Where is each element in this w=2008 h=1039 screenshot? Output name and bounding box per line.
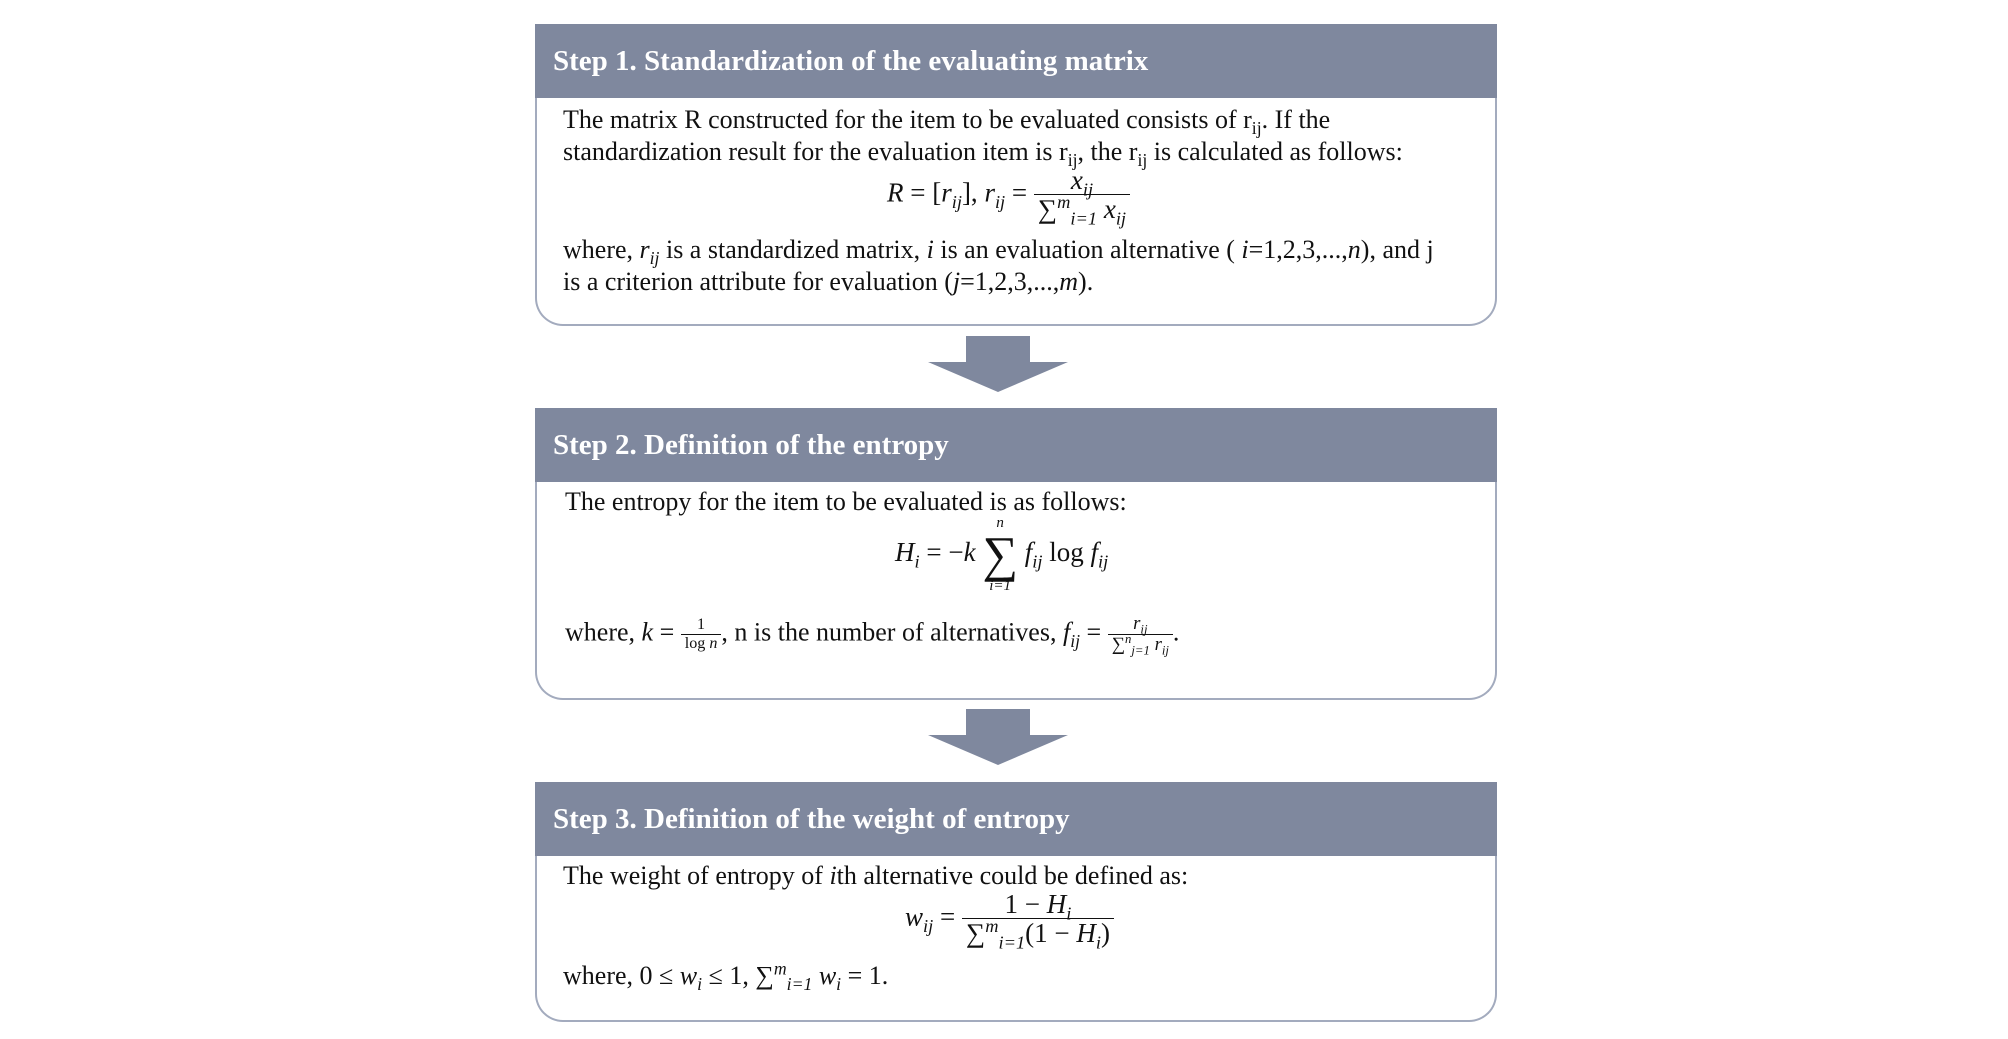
step-1-where-a: where, xyxy=(563,235,640,264)
w-fraction: 1 − Hi ∑mi=1(1 − Hi) xyxy=(961,890,1114,952)
step-1-text-end: . If the xyxy=(1261,105,1331,134)
step-1-text-line2: standardization result for the evaluatio… xyxy=(563,136,1475,171)
sum-symbol: n ∑ i=1 xyxy=(982,515,1018,594)
step-2-equation: Hi = −k n ∑ i=1 fij log fij xyxy=(895,515,1109,594)
step-3-where-a: where, 0 ≤ xyxy=(563,961,680,990)
step-3-text-line1: The weight of entropy of ith alternative… xyxy=(563,861,1189,890)
step-1-where-c: is an evaluation alternative ( xyxy=(933,235,1242,264)
down-arrow-icon xyxy=(928,336,1068,392)
step-1-where2-b: =1,2,3,..., xyxy=(960,267,1060,296)
step-2-text-line1: The entropy for the item to be evaluated… xyxy=(565,487,1127,516)
step-2-where-a: where, xyxy=(565,617,642,647)
step-2-where-b: , n is the number of alternatives, xyxy=(721,617,1063,647)
step-3-title: Step 3. Definition of the weight of entr… xyxy=(535,782,1497,856)
step-1-title: Step 1. Standardization of the evaluatin… xyxy=(535,24,1497,98)
arrow-2-shape xyxy=(928,709,1068,765)
step-1-where-e: ), and j xyxy=(1360,235,1434,264)
step-1-where2-c: ). xyxy=(1078,267,1094,296)
step-1-where-d: =1,2,3,..., xyxy=(1248,235,1348,264)
down-arrow-icon xyxy=(928,709,1068,765)
step-1-text2-a: standardization result for the evaluatio… xyxy=(563,137,1068,166)
step-1-text2-b: , the r xyxy=(1077,137,1138,166)
step-1-text-a: The matrix R constructed for the item to… xyxy=(563,105,1252,134)
step-1-text2-sub2: ij xyxy=(1137,150,1148,171)
step-2-where-c: . xyxy=(1172,617,1180,647)
step-1-where-b: is a standardized matrix, xyxy=(659,235,927,264)
step-1-text-sub: ij xyxy=(1251,118,1262,139)
step-2-box: Step 2. Definition of the entropy The en… xyxy=(535,408,1497,700)
step-1-where-line1: where, rij is a standardized matrix, i i… xyxy=(563,235,1434,269)
step-1-fraction: xij ∑mi=1 xij xyxy=(1033,166,1131,228)
step-3-text-a: The weight of entropy of xyxy=(563,861,830,890)
step-1-where-line2: is a criterion attribute for evaluation … xyxy=(563,267,1094,296)
step-3-text-b: th alternative could be defined as: xyxy=(836,861,1189,890)
step-3-box: Step 3. Definition of the weight of entr… xyxy=(535,782,1497,1022)
step-1-where2-a: is a criterion attribute for evaluation … xyxy=(563,267,953,296)
step-2-title: Step 2. Definition of the entropy xyxy=(535,408,1497,482)
step-1-text-line1: The matrix R constructed for the item to… xyxy=(563,104,1475,139)
step-1-equation: R = [rij], rij = xij ∑mi=1 xij xyxy=(887,166,1131,228)
step-3-where-b: ≤ 1, xyxy=(702,961,756,990)
step-1-text2-c: is calculated as follows: xyxy=(1147,137,1403,166)
step-3-equation: wij = 1 − Hi ∑mi=1(1 − Hi) xyxy=(905,890,1114,952)
step-1-box: Step 1. Standardization of the evaluatin… xyxy=(535,24,1497,326)
step-1-text2-sub1: ij xyxy=(1067,150,1078,171)
step-3-where-c: = 1. xyxy=(841,961,889,990)
f-fraction: rij∑nj=1 rij xyxy=(1107,614,1173,656)
step-3-where-line: where, 0 ≤ wi ≤ 1, ∑mi=1 wi = 1. xyxy=(563,958,889,995)
arrow-1-shape xyxy=(928,336,1068,392)
